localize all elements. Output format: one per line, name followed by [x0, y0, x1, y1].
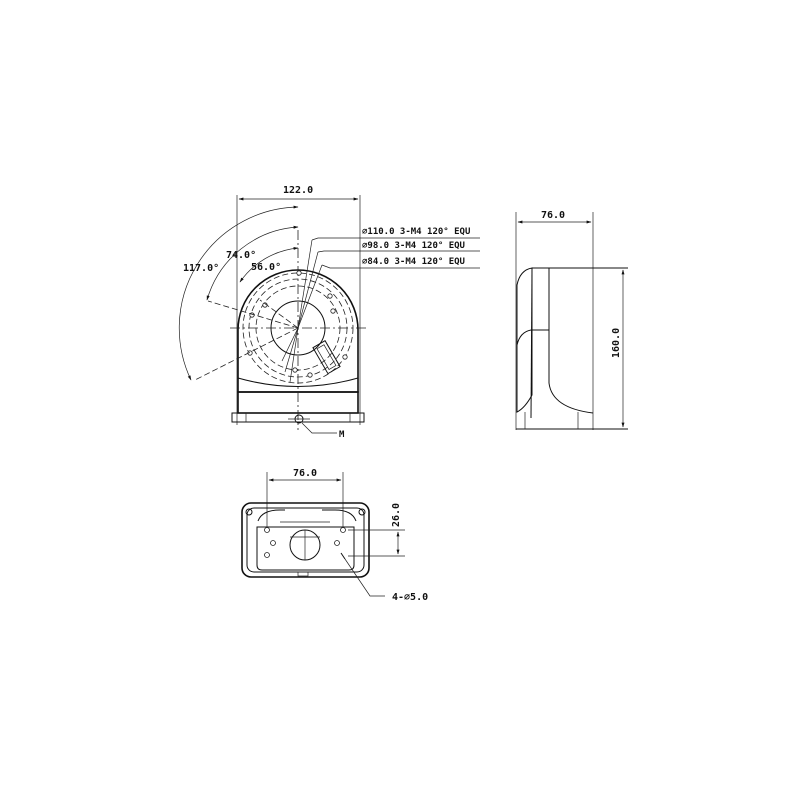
bottom-plate	[256, 526, 355, 571]
bottom-mounting-holes	[264, 527, 346, 560]
front-view: 122.0	[178, 185, 480, 440]
mounting-holes-front	[247, 270, 348, 378]
front-width-label: 122.0	[283, 185, 313, 196]
bottom-screw-label: M	[339, 430, 345, 440]
hole-callouts: ∅110.0 3-M4 120° EQU ∅98.0 3-M4 120° EQU…	[311, 227, 480, 269]
front-body-curve	[237, 377, 359, 387]
angle-56-label: 56.0°	[251, 262, 281, 273]
side-view: 76.0 160.0	[515, 210, 628, 430]
side-height-label: 160.0	[611, 328, 622, 358]
side-depth-label: 76.0	[541, 210, 565, 221]
angle-74-label: 74.0°	[226, 250, 256, 261]
bottom-outer-outline	[241, 502, 370, 578]
angle-dimensions: 117.0° 74.0° 56.0°	[178, 205, 299, 381]
angle-117-label: 117.0°	[183, 263, 219, 274]
callout-98: ∅98.0 3-M4 120° EQU	[362, 241, 465, 251]
cable-slot	[312, 339, 341, 375]
bottom-hole-callout: 4-∅5.0	[392, 592, 428, 603]
bottom-offset-label: 26.0	[391, 503, 402, 527]
bottom-spacing-label: 76.0	[293, 468, 317, 479]
callout-110: ∅110.0 3-M4 120° EQU	[362, 227, 470, 237]
bottom-view: 76.0 26.0 4-∅5.0	[241, 468, 428, 603]
callout-84: ∅84.0 3-M4 120° EQU	[362, 257, 465, 267]
